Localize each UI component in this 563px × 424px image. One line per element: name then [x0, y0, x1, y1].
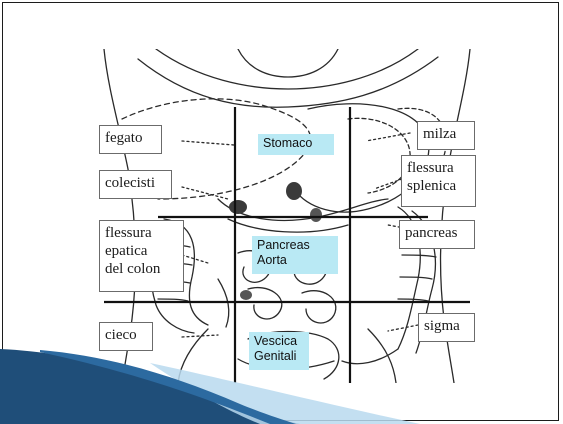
label-colecisti: colecisti: [99, 170, 172, 199]
label-cieco: cieco: [99, 322, 153, 351]
label-vescica-genitali: Vescica Genitali: [249, 332, 309, 370]
label-stomaco: Stomaco: [258, 134, 334, 155]
label-milza: milza: [417, 121, 475, 150]
label-flessura-epatica: flessura epatica del colon: [99, 220, 184, 292]
label-sigma: sigma: [418, 313, 475, 342]
label-flessura-splenica: flessura splenica: [401, 155, 476, 207]
label-pancreas: pancreas: [399, 220, 475, 249]
label-fegato: fegato: [99, 125, 162, 154]
label-pancreas-aorta: Pancreas Aorta: [252, 236, 338, 274]
